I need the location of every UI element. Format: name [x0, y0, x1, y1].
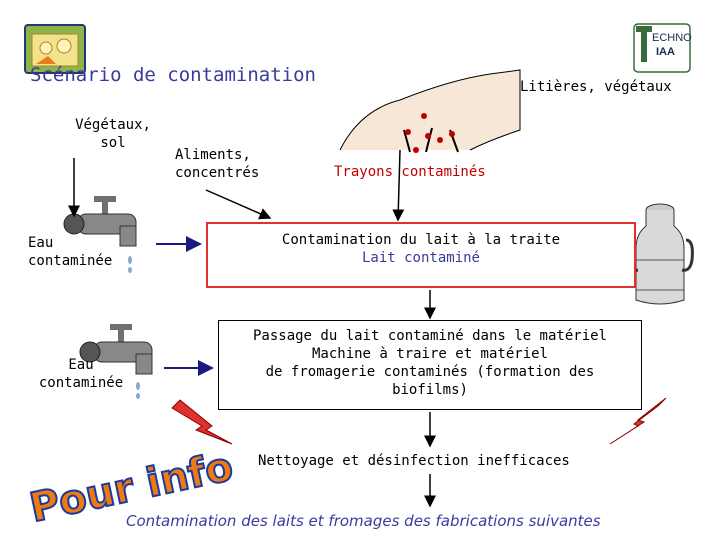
source-litieres: Litières, végétaux: [520, 79, 672, 95]
arrow-trayons-down: [392, 149, 405, 222]
page-title: Scénario de contamination: [30, 64, 316, 86]
arrow-aliments-diag: [205, 189, 272, 220]
lightning-icon-left: [171, 399, 233, 445]
source-vegetaux-sol: Végétaux, sol: [75, 117, 151, 151]
logo-left: [24, 24, 86, 74]
cheese-logo-icon: [31, 33, 79, 67]
source-eau-2: Eau contaminée: [38, 357, 124, 391]
conclusion-text: Contamination des laits et fromages des …: [126, 512, 601, 530]
milk-can-icon: [626, 203, 694, 305]
udder-icon: [339, 69, 521, 153]
box-nettoyage: Nettoyage et désinfection inefficaces: [258, 453, 570, 469]
box-passage-materiel: Passage du lait contaminé dans le matéri…: [218, 320, 642, 410]
faucet-icon-1: [63, 196, 137, 273]
source-eau-1: Eau contaminée: [28, 235, 113, 269]
faucet-icon-2: [79, 324, 153, 399]
pour-info-badge: Pour info: [25, 443, 238, 533]
lightning-icon-right: [609, 397, 667, 445]
source-trayons: Trayons contaminés: [334, 164, 486, 180]
logo-text-2: IAA: [656, 46, 675, 58]
source-aliments: Aliments, concentrés: [175, 147, 260, 181]
box-contamination-traite: Contamination du lait à la traite Lait c…: [206, 222, 636, 288]
logo-text-1: ECHNO: [652, 32, 692, 44]
logo-techno-iaa: ECHNO IAA: [632, 22, 692, 74]
